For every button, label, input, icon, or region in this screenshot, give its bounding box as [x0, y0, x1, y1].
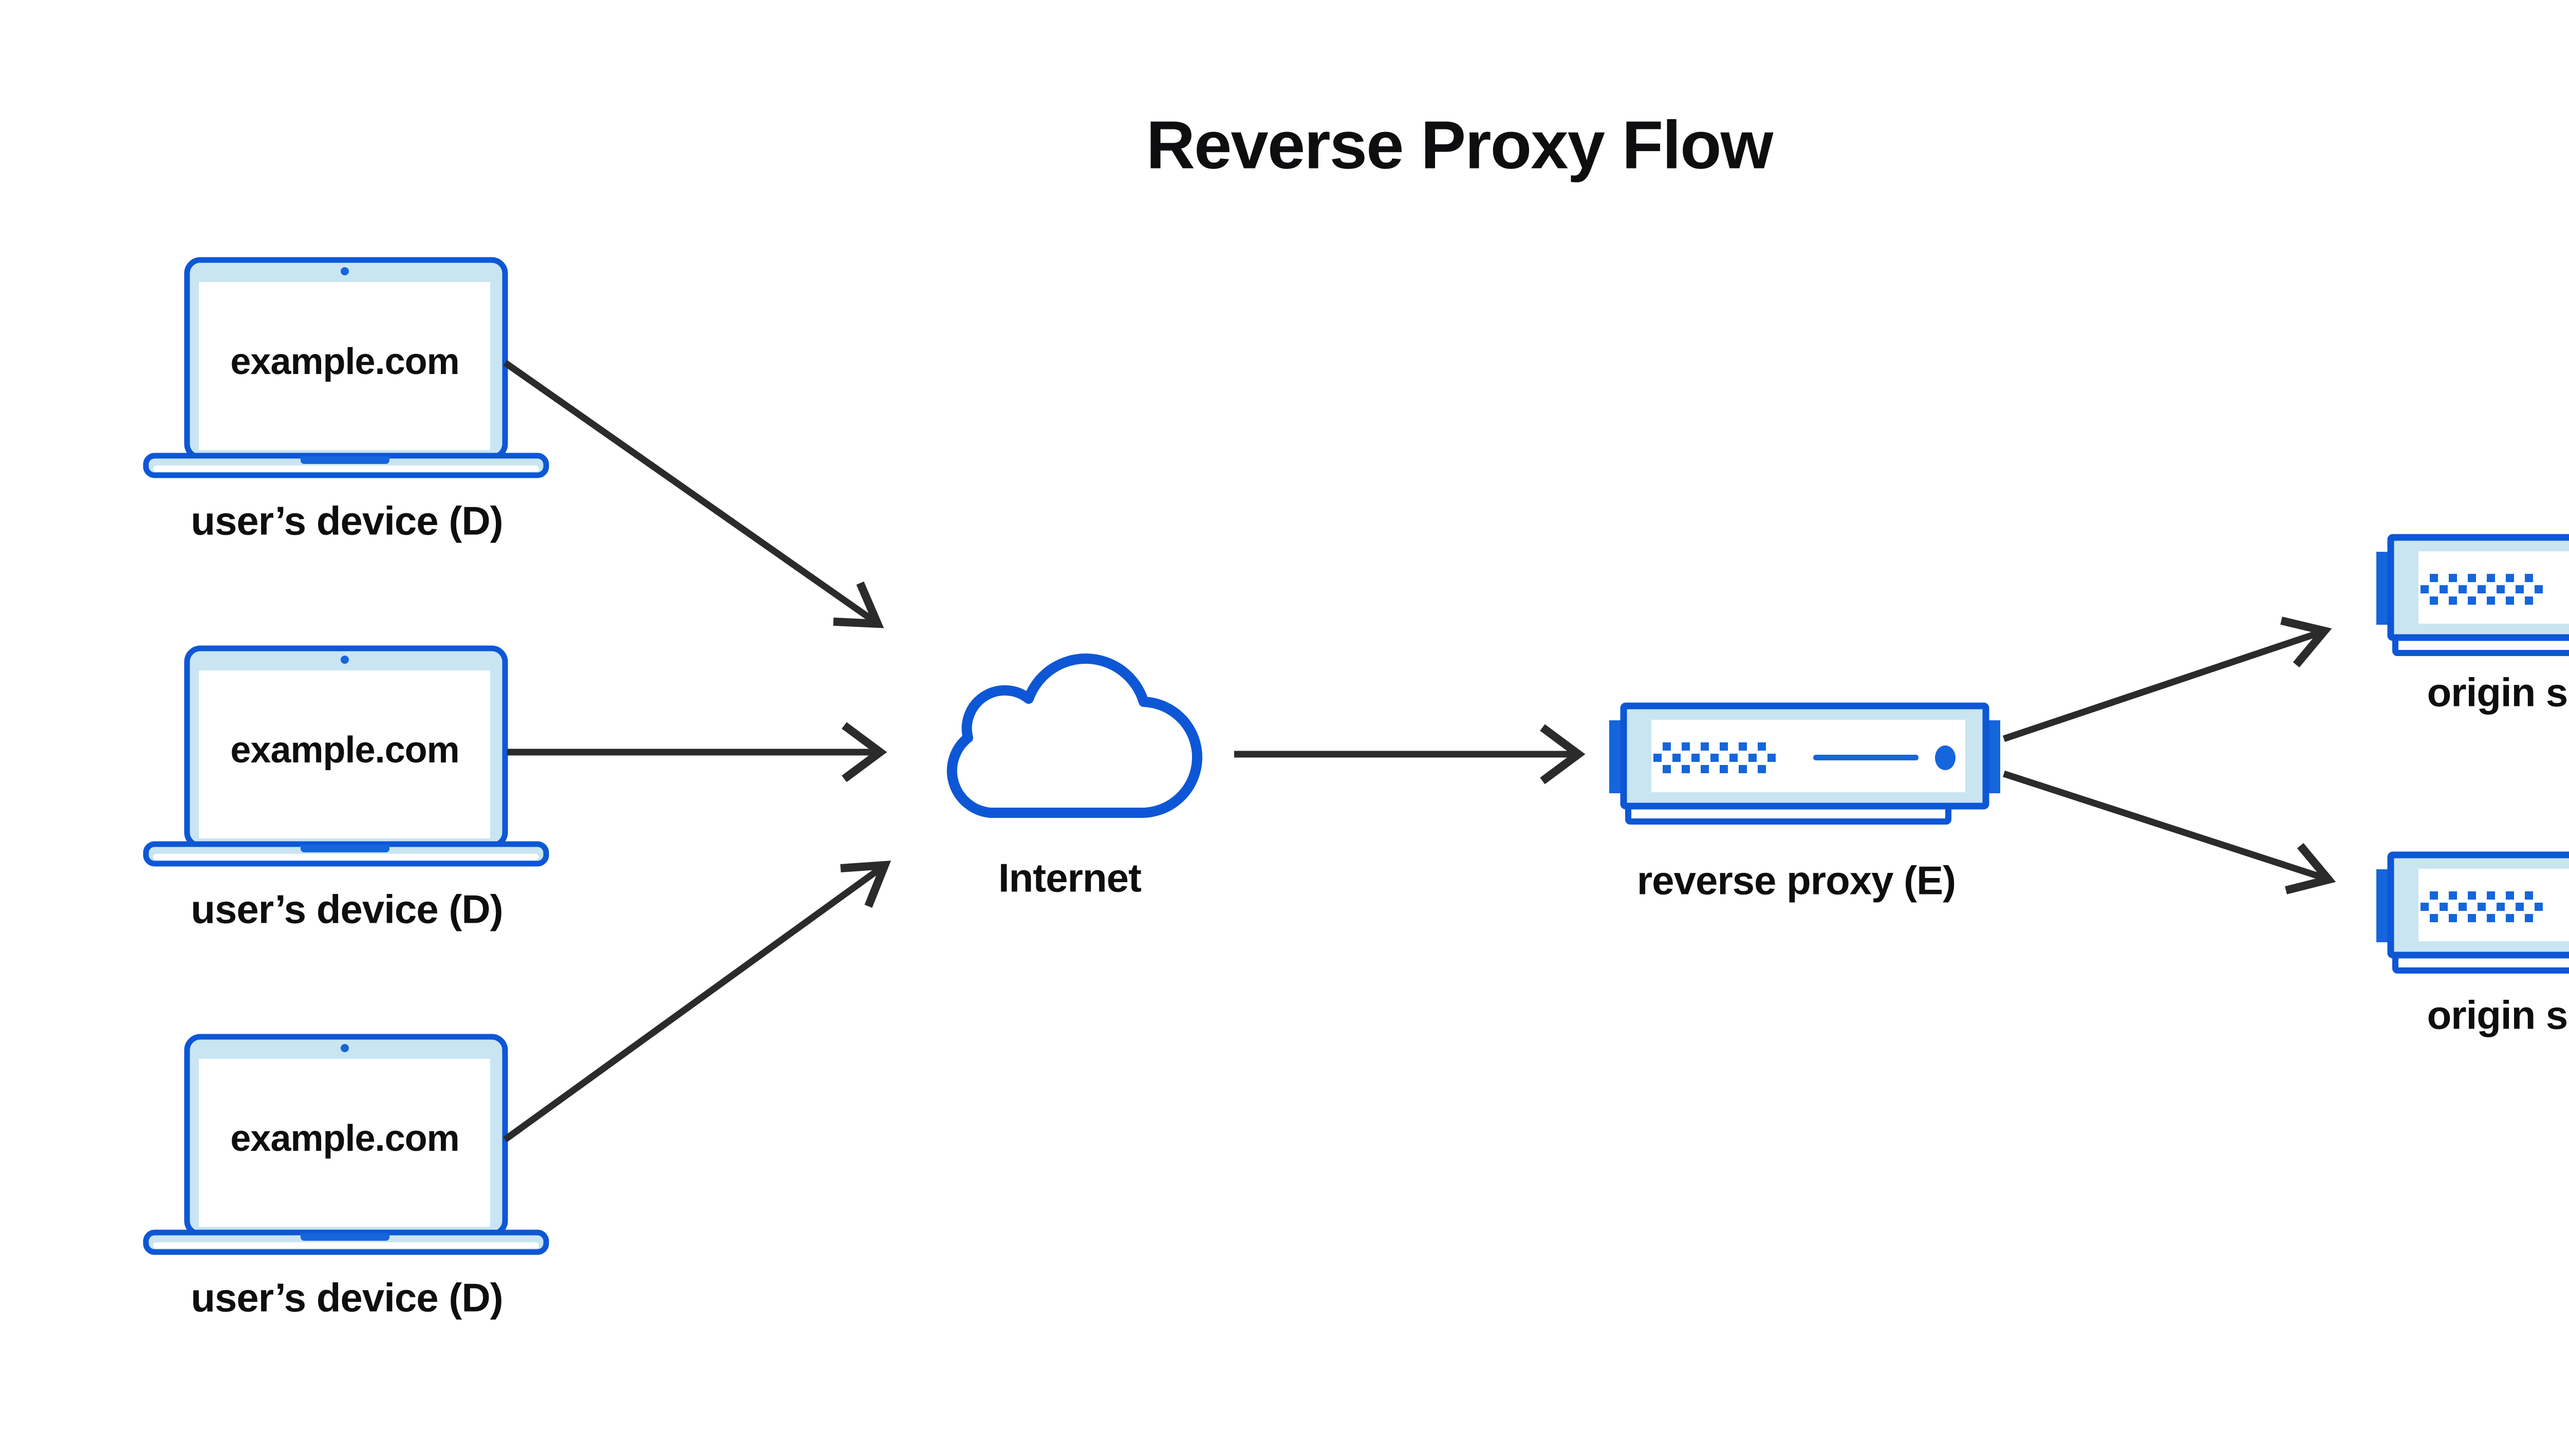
arrow-device3-to-internet [503, 861, 891, 1143]
device-1-screen-text: example.com [230, 341, 459, 382]
reverse-proxy-label: reverse proxy (E) [1636, 857, 1956, 903]
reverse-proxy-server-icon [1609, 706, 2000, 822]
origin-server-2-label: origin server (F) [2427, 992, 2569, 1038]
origin-server-1-label: origin server (F) [2427, 669, 2569, 715]
device-2-label: user’s device (D) [191, 886, 503, 932]
device-3-label: user’s device (D) [191, 1275, 503, 1320]
internet-label: Internet [998, 855, 1142, 901]
internet-cloud-icon [946, 654, 1202, 818]
arrow-proxy-to-origin2 [2002, 770, 2336, 894]
arrow-proxy-to-origin1 [2002, 617, 2332, 742]
device-1-label: user’s device (D) [191, 498, 503, 544]
arrow-internet-to-proxy [1234, 724, 1586, 785]
device-3-screen-text: example.com [230, 1118, 459, 1159]
arrow-device1-to-internet [503, 360, 884, 628]
device-2-screen-text: example.com [230, 730, 459, 771]
arrow-device2-to-internet [507, 722, 887, 782]
diagram-title: Reverse Proxy Flow [1146, 107, 1774, 183]
origin-server-2-icon [2376, 855, 2569, 970]
origin-server-1-icon [2376, 537, 2569, 653]
